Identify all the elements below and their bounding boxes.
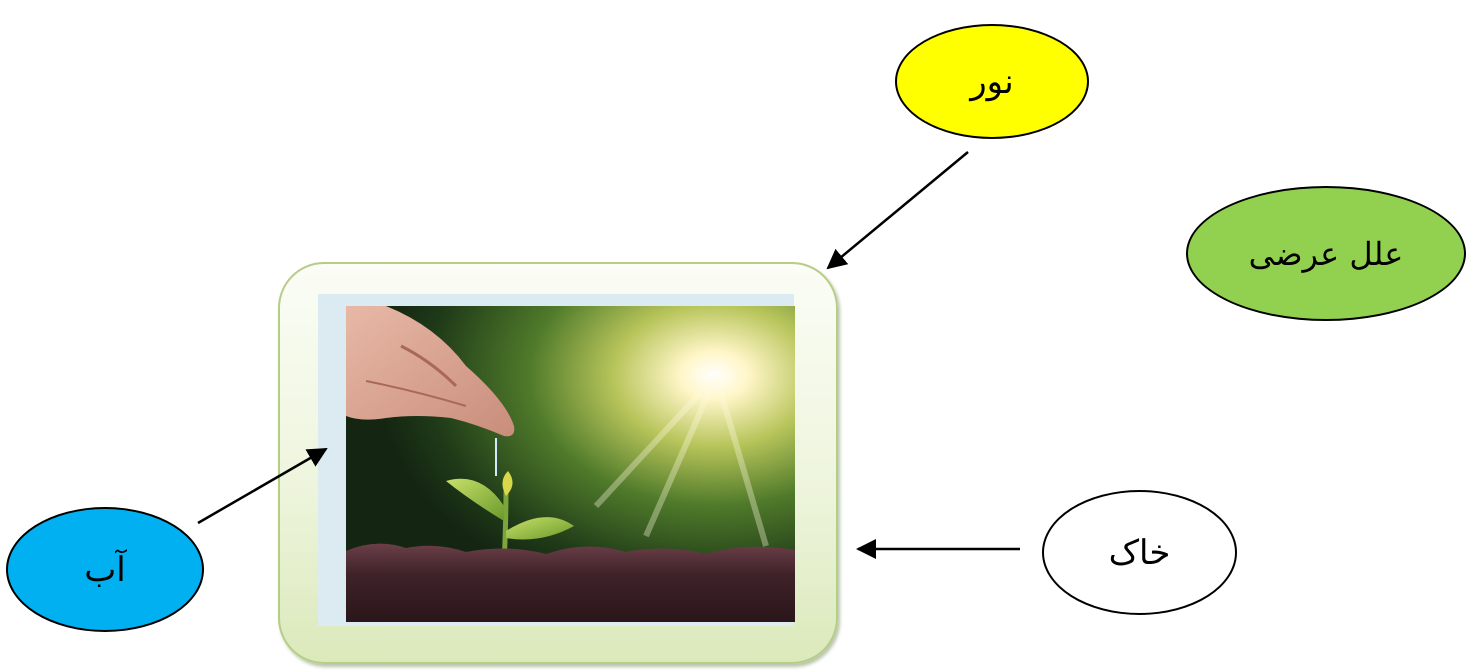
water-bubble: آب <box>6 507 204 632</box>
sun-rays-icon <box>593 373 769 547</box>
hand-icon <box>346 306 515 437</box>
seedling-photo <box>346 306 795 622</box>
seedling-icon <box>446 471 574 567</box>
light-bubble: نور <box>895 24 1089 139</box>
light-arrow <box>826 151 969 270</box>
soil-bubble: خاک <box>1042 490 1237 615</box>
accidental-causes-bubble: علل عرضی <box>1186 186 1466 321</box>
soil-icon <box>346 543 795 622</box>
